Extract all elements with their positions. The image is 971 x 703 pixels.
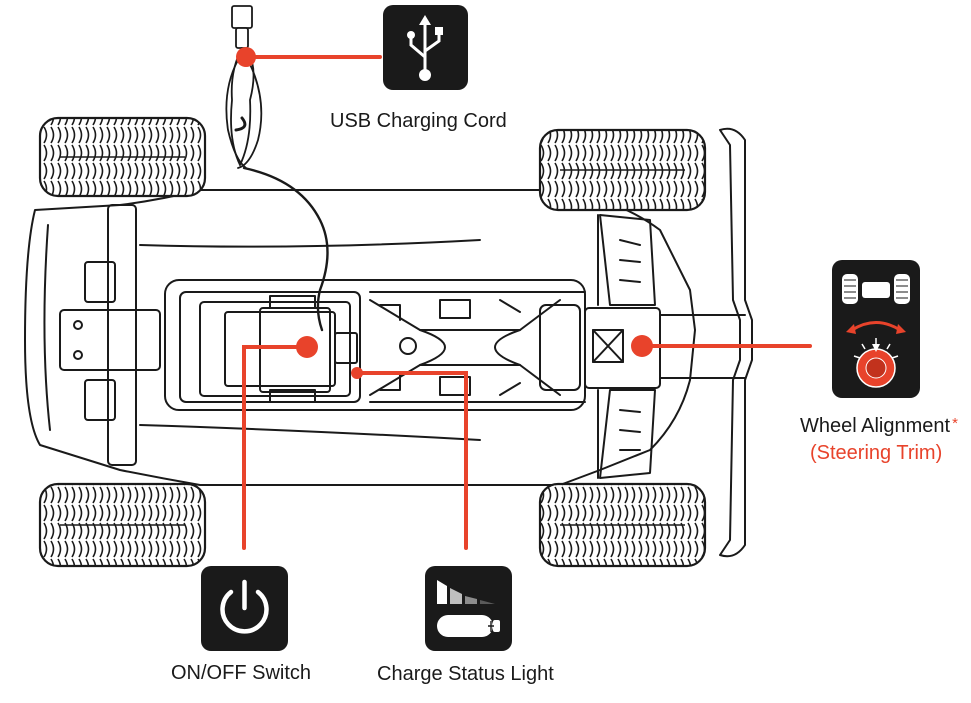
power-icon: [220, 579, 269, 634]
usb-icon-box: [383, 5, 468, 90]
leader-lines: [242, 55, 812, 550]
battery-charge-icon: [437, 580, 500, 637]
power-label: ON/OFF Switch: [171, 662, 312, 684]
alignment-asterisk: *: [952, 415, 958, 432]
chassis-tub: [164, 279, 586, 411]
steering-trim-icon: [842, 274, 910, 388]
usb-label: USB Charging Cord: [330, 110, 507, 132]
power-icon-box: [201, 566, 288, 651]
rear-right-wheel: [38, 482, 207, 568]
front-left-wheel: [538, 128, 707, 212]
charge-icon-box: [425, 566, 512, 651]
alignment-sublabel: (Steering Trim): [810, 442, 943, 464]
usb-icon: [407, 15, 443, 81]
charge-label: Charge Status Light: [377, 663, 554, 685]
rear-left-wheel: [38, 116, 207, 198]
alignment-icon-box: [832, 260, 920, 398]
usb-port-marker: [236, 47, 256, 67]
charge-light-marker: [351, 367, 363, 379]
power-switch-marker: [296, 336, 318, 358]
steering-trim-marker: [631, 335, 653, 357]
front-bumper: [719, 127, 753, 558]
front-right-wheel: [538, 482, 707, 568]
usb-cord: [225, 5, 329, 332]
alignment-label-text: Wheel Alignment: [800, 415, 951, 437]
alignment-label: Wheel Alignment*: [800, 415, 958, 438]
